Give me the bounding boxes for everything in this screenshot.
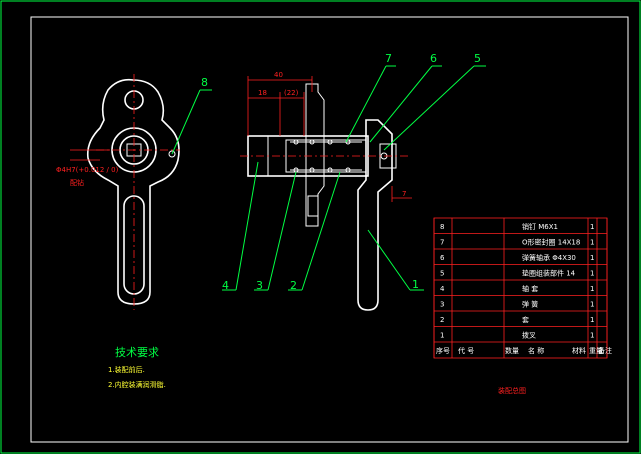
bom-table: 8 销钉 M6X1 1 7 O形密封圈 14X18 1 6 弹簧轴承 Φ4X30 1 5 垫圈组装部… bbox=[433, 217, 612, 359]
bom-no: 1 bbox=[440, 332, 444, 340]
dim-left: 18 bbox=[258, 89, 267, 97]
front-view: Φ4H7(+0.012 / 0) 配钻 8 bbox=[56, 74, 212, 310]
bom-row: 4 轴 套 1 bbox=[434, 284, 607, 296]
bom-header-code: 代 号 bbox=[458, 346, 474, 355]
bom-row: 3 弹 簧 1 bbox=[434, 300, 607, 312]
balloon-1: 1 bbox=[412, 278, 419, 291]
bom-no: 5 bbox=[440, 270, 444, 278]
bom-qty: 1 bbox=[590, 270, 594, 278]
bom-name: 轴 套 bbox=[522, 284, 538, 293]
bom-qty: 1 bbox=[590, 285, 594, 293]
dim-mid: (22) bbox=[284, 89, 299, 97]
bom-header-name: 名 称 bbox=[528, 346, 544, 355]
dim-end: 7 bbox=[402, 190, 406, 198]
notes-line2: 2.内腔装满润滑脂. bbox=[108, 380, 166, 389]
bom-name: O形密封圈 14X18 bbox=[522, 238, 580, 247]
dim-hole-ref: 配钻 bbox=[70, 178, 84, 187]
balloon-7: 7 bbox=[385, 52, 392, 65]
balloon-2: 2 bbox=[290, 279, 297, 292]
bom-header-note: 备注 bbox=[598, 346, 612, 355]
balloon-3: 3 bbox=[256, 279, 263, 292]
section-view: 40 18 (22) 7 5 6 7 4 3 2 1 bbox=[222, 52, 486, 311]
bom-name: 销钉 M6X1 bbox=[522, 222, 558, 231]
bom-row: 7 O形密封圈 14X18 1 bbox=[434, 238, 607, 250]
bom-qty: 1 bbox=[590, 239, 594, 247]
technical-notes: 技术要求 1.装配前后. 2.内腔装满润滑脂. bbox=[108, 346, 166, 389]
bom-header-mat: 材料 bbox=[572, 346, 586, 355]
balloon-4: 4 bbox=[222, 279, 229, 292]
dim-hole: Φ4H7(+0.012 / 0) bbox=[56, 166, 119, 174]
bom-name: 垫圈组装部件 14 bbox=[522, 269, 576, 278]
bom-header-qty: 数量 bbox=[505, 346, 519, 355]
bom-row: 6 弹簧轴承 Φ4X30 1 bbox=[434, 253, 607, 265]
bom-row: 1 拨叉 1 bbox=[434, 331, 607, 343]
bom-no: 2 bbox=[440, 316, 444, 324]
drawing-title: 装配总图 bbox=[498, 386, 526, 395]
bom-qty: 1 bbox=[590, 223, 594, 231]
bom-qty: 1 bbox=[590, 254, 594, 262]
balloon-6: 6 bbox=[430, 52, 437, 65]
inner-frame bbox=[30, 16, 629, 443]
dim-overall: 40 bbox=[274, 71, 283, 79]
balloon-5: 5 bbox=[474, 52, 481, 65]
bom-no: 7 bbox=[440, 239, 444, 247]
bom-row: 2 套 1 bbox=[434, 315, 607, 327]
bom-name: 弹簧轴承 Φ4X30 bbox=[522, 253, 576, 262]
bom-no: 6 bbox=[440, 254, 445, 262]
bom-row: 5 垫圈组装部件 14 1 bbox=[434, 269, 607, 281]
bom-qty: 1 bbox=[590, 316, 594, 324]
notes-line1: 1.装配前后. bbox=[108, 365, 145, 374]
bom-name: 拨叉 bbox=[522, 331, 536, 340]
bom-header-no: 序号 bbox=[436, 346, 450, 355]
bom-qty: 1 bbox=[590, 301, 594, 309]
bom-no: 3 bbox=[440, 301, 444, 309]
bom-no: 8 bbox=[440, 223, 444, 231]
balloon-8: 8 bbox=[201, 76, 208, 89]
bom-header-wt: 重量 bbox=[589, 347, 603, 355]
bom-no: 4 bbox=[440, 285, 445, 293]
notes-title: 技术要求 bbox=[115, 346, 159, 359]
bom-qty: 1 bbox=[590, 332, 594, 340]
bom-name: 套 bbox=[522, 315, 529, 324]
bom-name: 弹 簧 bbox=[522, 300, 538, 309]
bom-row: 8 销钉 M6X1 1 bbox=[434, 222, 607, 234]
